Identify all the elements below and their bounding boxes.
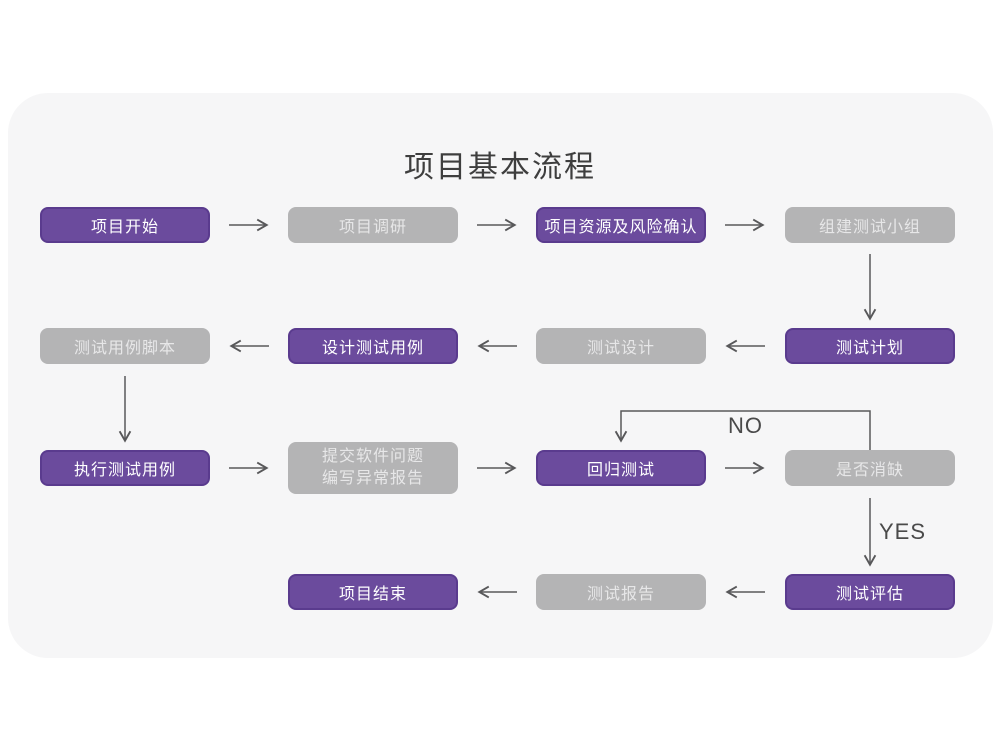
node-project-start: 项目开始 <box>40 207 210 243</box>
node-submit-issue-report-line1: 提交软件问题 <box>321 448 424 465</box>
node-execute-test-cases: 执行测试用例 <box>40 450 210 486</box>
node-test-case-script: 测试用例脚本 <box>40 328 210 364</box>
node-project-end: 项目结束 <box>288 574 458 610</box>
node-regression-test: 回归测试 <box>536 450 706 486</box>
flowchart-panel <box>8 93 993 658</box>
node-design-test-cases: 设计测试用例 <box>288 328 458 364</box>
node-test-plan: 测试计划 <box>785 328 955 364</box>
node-build-test-team: 组建测试小组 <box>785 207 955 243</box>
node-resource-risk-confirm: 项目资源及风险确认 <box>536 207 706 243</box>
node-submit-issue-report: 提交软件问题 编写异常报告 <box>288 442 458 494</box>
node-defect-resolved: 是否消缺 <box>785 450 955 486</box>
node-test-evaluation: 测试评估 <box>785 574 955 610</box>
node-test-report: 测试报告 <box>536 574 706 610</box>
node-test-design: 测试设计 <box>536 328 706 364</box>
node-submit-issue-report-line2: 编写异常报告 <box>321 470 424 487</box>
edge-label-yes: YES <box>879 519 927 544</box>
node-project-research: 项目调研 <box>288 207 458 243</box>
page-title: 项目基本流程 <box>404 151 596 184</box>
edge-label-no: NO <box>728 413 763 438</box>
